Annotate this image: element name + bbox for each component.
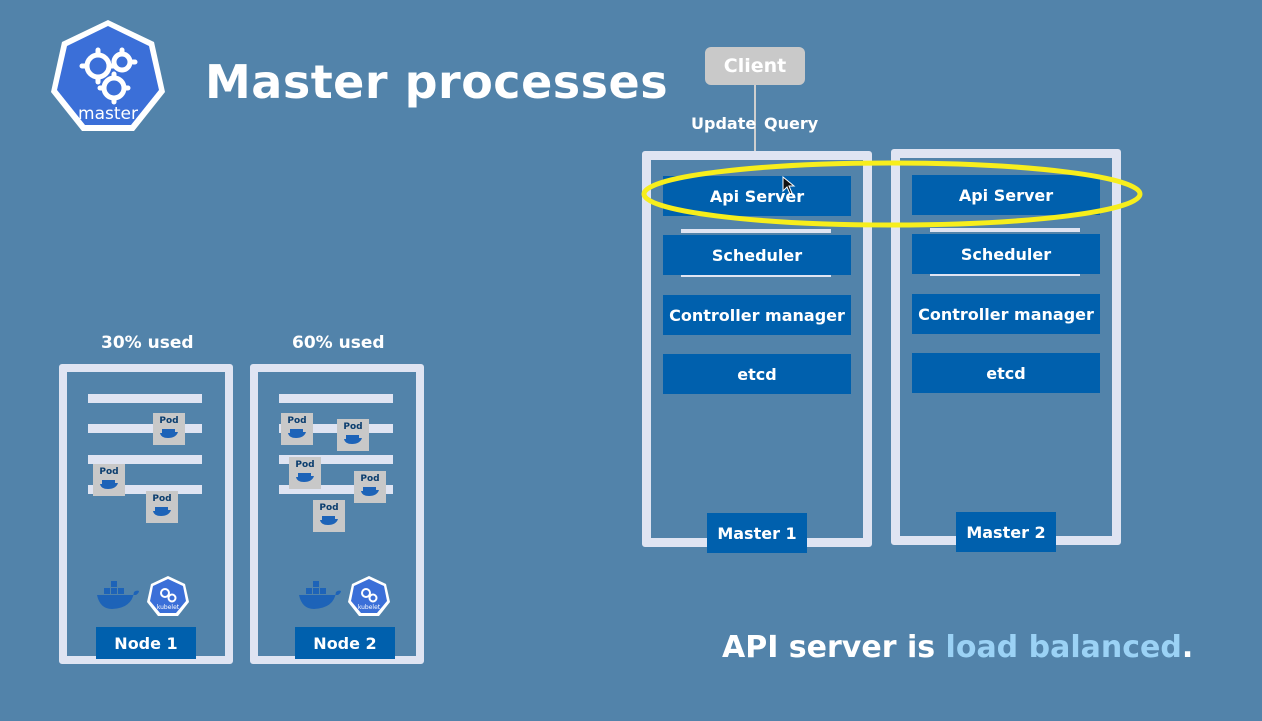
mouse-cursor-icon [782, 176, 796, 195]
update-label: Update [691, 114, 757, 133]
kubelet-icon: kubelet [348, 576, 390, 616]
resource-bar [88, 485, 202, 494]
kubernetes-master-logo: master [50, 16, 166, 136]
kubelet-label: kubelet [157, 604, 180, 611]
docker-whale-icon [100, 480, 118, 489]
query-label: Query [764, 114, 819, 133]
caption-highlight: load balanced [945, 630, 1182, 665]
master-1-scheduler: Scheduler [663, 235, 851, 275]
master-1-label: Master 1 [707, 513, 807, 553]
proc-shadow [681, 273, 831, 277]
pod: Pod [93, 464, 125, 496]
caption-prefix: API server is [722, 630, 946, 665]
master-1-etcd: etcd [663, 354, 851, 394]
node-1-label: Node 1 [96, 627, 196, 659]
pod: Pod [337, 419, 369, 451]
master-2-etcd: etcd [912, 353, 1100, 393]
node-1-usage: 30% used [101, 333, 194, 353]
resource-bar [279, 394, 393, 403]
caption-suffix: . [1181, 630, 1194, 665]
resource-bar [279, 424, 393, 433]
kubernetes-heptagon-icon [51, 20, 165, 131]
caption: API server is load balanced. [722, 630, 1193, 665]
docker-whale-icon [288, 429, 306, 438]
resource-bar [88, 455, 202, 464]
master-2-controller-manager: Controller manager [912, 294, 1100, 334]
node-2-usage: 60% used [292, 333, 385, 353]
docker-whale-icon [299, 581, 341, 609]
docker-whale-icon [97, 581, 139, 609]
proc-shadow [930, 272, 1080, 276]
pod: Pod [153, 413, 185, 445]
logo-text: master [78, 104, 138, 124]
client-connector-line [754, 85, 756, 178]
pod: Pod [354, 471, 386, 503]
node-1-frame [59, 364, 233, 664]
resource-bar [88, 394, 202, 403]
resource-bar [279, 485, 393, 494]
resource-bar [279, 455, 393, 464]
docker-whale-icon [320, 516, 338, 525]
proc-shadow [930, 228, 1080, 232]
master-1-api-server: Api Server [663, 176, 851, 216]
client-box: Client [705, 47, 805, 85]
pod: Pod [313, 500, 345, 532]
docker-whale-icon [344, 435, 362, 444]
kubelet-icon: kubelet [147, 576, 189, 616]
docker-whale-icon [160, 429, 178, 438]
pod: Pod [289, 457, 321, 489]
docker-whale-icon [361, 487, 379, 496]
resource-bar [88, 424, 202, 433]
docker-whale-icon [153, 507, 171, 516]
node-2-label: Node 2 [295, 627, 395, 659]
kubelet-label: kubelet [358, 604, 381, 611]
highlight-ellipse [641, 160, 1143, 228]
master-2-label: Master 2 [956, 512, 1056, 552]
pod: Pod [146, 491, 178, 523]
master-1-controller-manager: Controller manager [663, 295, 851, 335]
page-title: Master processes [205, 55, 669, 109]
docker-whale-icon [296, 473, 314, 482]
master-2-scheduler: Scheduler [912, 234, 1100, 274]
pod: Pod [281, 413, 313, 445]
master-2-api-server: Api Server [912, 175, 1100, 215]
proc-shadow [681, 229, 831, 233]
